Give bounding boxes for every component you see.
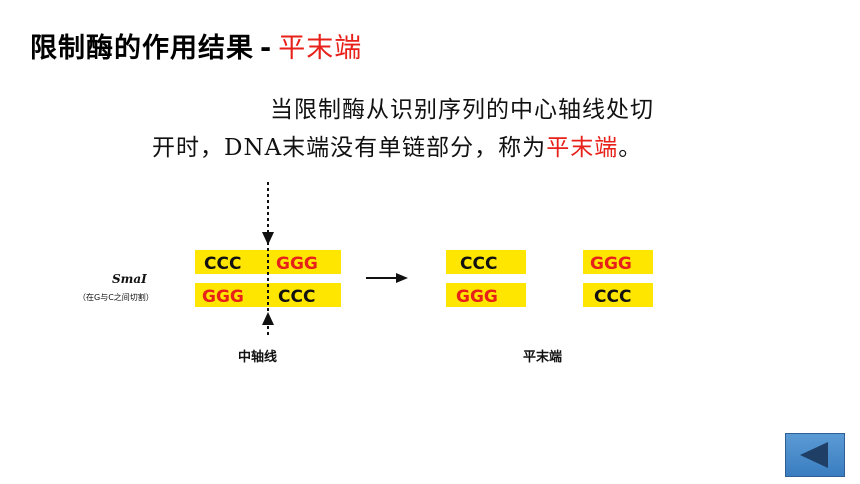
seq-right-bottom-1: GGG (456, 287, 498, 307)
title-highlight: 平末端 (278, 33, 363, 64)
result-label: 平末端 (523, 349, 562, 365)
title-main: 限制酶的作用结果 (30, 33, 254, 64)
explanation-suffix: 。 (618, 135, 643, 161)
right-top-right-block (583, 250, 653, 274)
right-bottom-left-block (446, 283, 526, 307)
explanation-text: 开时，DNA末端没有单链部分，称为 (152, 135, 547, 161)
seq-left-bottom-2: CCC (278, 287, 315, 307)
seq-left-top-2: GGG (276, 254, 318, 274)
right-top-left-block (446, 250, 526, 274)
enzyme-note: （在G与C之间切割） (78, 292, 154, 302)
triangle-left-icon (800, 442, 828, 468)
right-bottom-right-block (583, 283, 653, 307)
slide-title: 限制酶的作用结果-平末端 (30, 26, 362, 65)
seq-right-top-1: CCC (460, 254, 497, 274)
back-button[interactable] (785, 433, 845, 477)
title-separator: - (260, 33, 273, 64)
seq-left-bottom-1: GGG (202, 287, 244, 307)
explanation-line-1: 当限制酶从识别序列的中心轴线处切 (270, 97, 654, 123)
seq-right-bottom-2: CCC (594, 287, 631, 307)
arrow-down-icon (262, 232, 274, 245)
axis-label: 中轴线 (238, 349, 277, 365)
seq-left-top-1: CCC (204, 254, 241, 274)
explanation-highlight: 平末端 (546, 135, 619, 161)
arrow-right-icon (396, 273, 408, 283)
enzyme-name: SmaI (112, 272, 147, 286)
seq-right-top-2: GGG (590, 254, 632, 274)
arrow-up-icon (262, 312, 274, 325)
explanation-line-2: 开时，DNA末端没有单链部分，称为平末端。 (152, 128, 642, 162)
